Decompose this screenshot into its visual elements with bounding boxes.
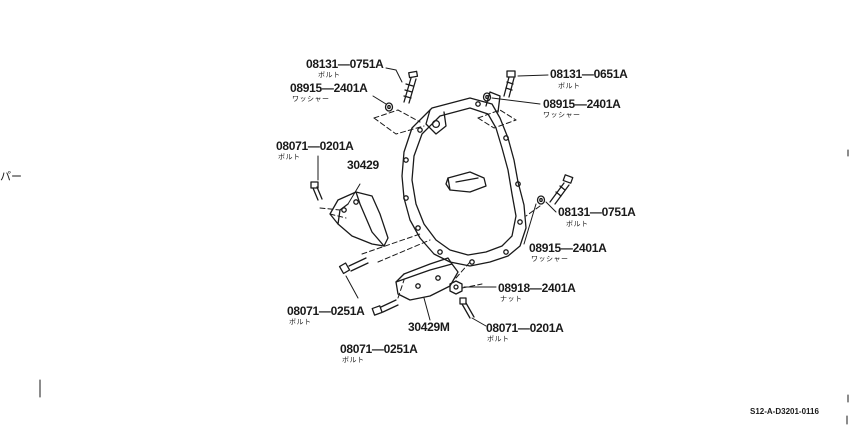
bolt-right bbox=[549, 174, 574, 205]
part-number-label: 08071—0201A bbox=[276, 139, 354, 153]
part-number-label: 08131—0751A bbox=[306, 57, 384, 71]
part-number-label: 08071—0251A bbox=[340, 342, 418, 356]
part-number-label: 08071—0251A bbox=[287, 304, 365, 318]
part-number-label: 30429M bbox=[408, 320, 450, 334]
part-number-label: 08131—0651A bbox=[550, 67, 628, 81]
part-name-label: ボルト bbox=[278, 154, 301, 161]
cut-off-text: パー bbox=[0, 171, 22, 183]
part-name-label: ワッシャー bbox=[292, 96, 330, 103]
scan-marks bbox=[39, 149, 849, 425]
bolt-lower-right bbox=[459, 297, 475, 319]
bolt-top-left bbox=[403, 70, 419, 104]
part-name-label: ボルト bbox=[558, 83, 581, 90]
assembly-lines bbox=[319, 109, 541, 299]
part-number-label: 08915—2401A bbox=[529, 241, 607, 255]
bolt-upper-left bbox=[310, 181, 323, 201]
nut bbox=[449, 280, 463, 295]
housing bbox=[401, 91, 527, 267]
part-number-label: 08131—0751A bbox=[558, 205, 636, 219]
washer-right bbox=[536, 195, 546, 205]
part-name-label: ワッシャー bbox=[543, 112, 581, 119]
part-name-label: ボルト bbox=[318, 72, 341, 79]
part-name-label: ボルト bbox=[289, 319, 312, 326]
bolt-lower-left bbox=[371, 299, 399, 316]
part-number-label: 30429 bbox=[347, 158, 379, 172]
part-number-label: 08915—2401A bbox=[543, 97, 621, 111]
part-name-label: ボルト bbox=[342, 357, 365, 364]
washer-top-left bbox=[384, 102, 394, 112]
part-number-label: 08918—2401A bbox=[498, 281, 576, 295]
bracket-30429 bbox=[329, 191, 389, 247]
part-number-label: 08915—2401A bbox=[290, 81, 368, 95]
bolt-left-middle bbox=[338, 257, 369, 275]
part-name-label: ナット bbox=[500, 296, 523, 303]
bolt-top-right bbox=[503, 70, 516, 98]
bracket-30429M bbox=[395, 257, 459, 301]
leader-lines bbox=[317, 67, 557, 327]
part-name-label: ワッシャー bbox=[531, 256, 569, 263]
part-name-label: ボルト bbox=[566, 221, 589, 228]
part-name-label: ボルト bbox=[487, 336, 510, 343]
part-number-label: 08071—0201A bbox=[486, 321, 564, 335]
washer-top-right bbox=[482, 92, 492, 102]
diagram-code: S12-A-D3201-0116 bbox=[750, 407, 819, 416]
